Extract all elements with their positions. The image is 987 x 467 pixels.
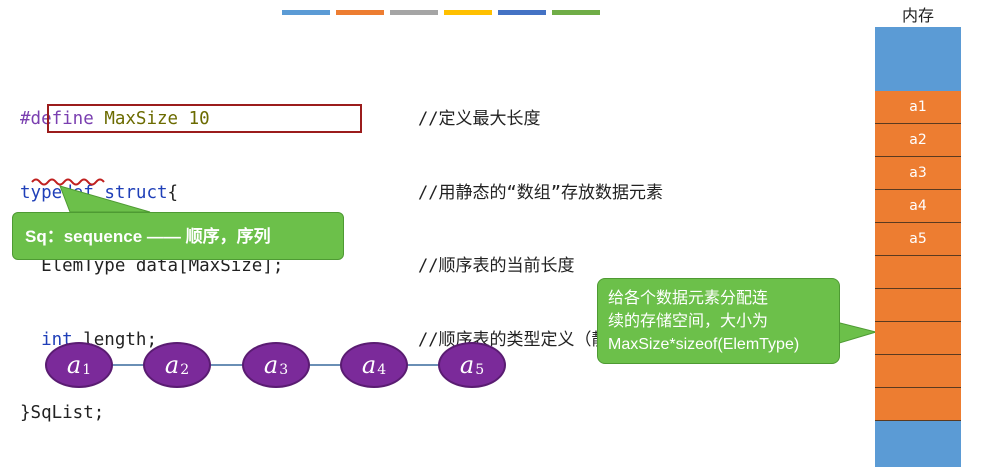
memory-cell: a3	[875, 157, 961, 190]
memory-free-top	[875, 27, 961, 91]
comment-line: //用静态的“数组”存放数据元素	[418, 182, 663, 203]
comment-line: //顺序表的当前长度	[418, 256, 575, 276]
color-bar-segment	[444, 10, 492, 15]
memory-title: 内存	[901, 6, 934, 25]
comment-line: //定义最大长度	[418, 109, 541, 129]
memory-block: a1 a2 a3 a4 a5	[875, 27, 961, 467]
memory-cell: a2	[875, 124, 961, 157]
color-bar-segment	[282, 10, 330, 15]
memory-callout: 给各个数据元素分配连 续的存储空间，大小为 MaxSize*sizeof(Ele…	[597, 278, 840, 364]
memory-callout-pointer	[836, 321, 878, 345]
code-line-sqlist: }SqList;	[20, 403, 105, 423]
code-line-data-field: ElemType data[MaxSize];	[41, 256, 284, 276]
color-bar-segment	[336, 10, 384, 15]
color-bar-segment	[390, 10, 438, 15]
highlight-box	[47, 104, 362, 133]
color-bar-segment	[552, 10, 600, 15]
underline-squiggle	[31, 178, 105, 186]
color-bar-segment	[498, 10, 546, 15]
sq-callout: Sq：sequence —— 顺序，序列	[12, 212, 344, 260]
memory-cell: a1	[875, 91, 961, 124]
memory-cell: a4	[875, 190, 961, 223]
memory-cell	[875, 289, 961, 322]
memory-cell	[875, 322, 961, 355]
memory-allocated: a1 a2 a3 a4 a5	[875, 91, 961, 421]
code-line-define: #define MaxSize 10	[20, 109, 210, 129]
memory-cell: a5	[875, 223, 961, 256]
memory-free-bottom	[875, 421, 961, 467]
memory-cell	[875, 388, 961, 421]
memory-cell	[875, 355, 961, 388]
slide-color-bar	[282, 10, 600, 15]
memory-cell	[875, 256, 961, 289]
